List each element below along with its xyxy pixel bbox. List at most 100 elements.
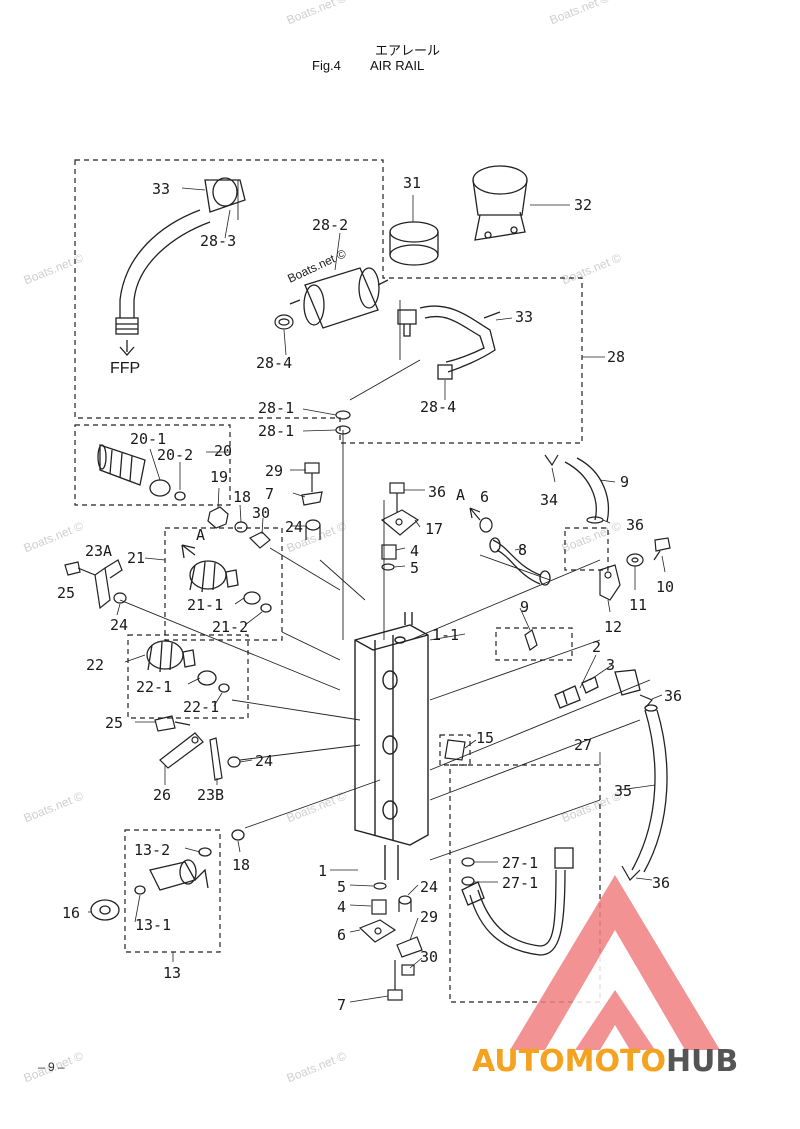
part-callout: 25 [105,714,123,732]
hose-34 [564,457,610,523]
part-callout: 4 [410,542,419,560]
part-callout: 11 [629,596,647,614]
part-callout: 2 [592,638,601,656]
part-callout: 3 [606,656,615,674]
arrow-a-label: A [196,526,205,544]
fitting-9-arrow-a [469,507,538,651]
figure-number: Fig.4 [312,58,341,73]
part-callout: 13-2 [134,841,170,859]
arrow-a-label: A [456,486,465,504]
bracket-32 [472,165,528,241]
part-callout: 7 [337,996,346,1014]
bracket-23b-plate-26 [154,715,241,781]
injector-20 [97,444,186,501]
part-callout: 13-1 [135,916,171,934]
injector-22 [146,640,230,693]
part-callout: 28-4 [420,398,456,416]
lower-fittings [358,882,423,1001]
rings-27-1 [461,857,475,886]
part-callout: 6 [480,488,489,506]
part-callout: 34 [540,491,558,509]
part-callout: 16 [62,904,80,922]
part-callout: 12 [604,618,622,636]
part-callout: 28-1 [258,422,294,440]
part-callout: 21-2 [212,618,248,636]
part-callout: 1-1 [432,626,459,644]
part-callout: 24 [285,518,303,536]
part-callout: 33 [515,308,533,326]
hose-35 [631,704,668,873]
part-callout: 30 [420,948,438,966]
fuel-filter-28-2 [289,267,389,329]
part-callout: 30 [252,504,270,522]
part-callout: 18 [233,488,251,506]
part-callout: 5 [337,878,346,896]
part-callout: 28-3 [200,232,236,250]
part-callouts: 3328-328-228-43132332828-428-128-120-120… [57,174,682,1014]
part-callout: 29 [265,462,283,480]
automotohub-logo [510,875,720,1050]
part-callout: 23A [85,542,112,560]
filter-watermark: Boats.net © [285,246,348,285]
part-callout: 29 [420,908,438,926]
part-callout: 8 [518,541,527,559]
part-callout: 21 [127,549,145,567]
part-callout: 20-1 [130,430,166,448]
fittings-2-3 [554,669,641,709]
part-callout: 6 [337,926,346,944]
part-callout: 20 [214,442,232,460]
part-callout: 36 [428,483,446,501]
part-callout: 21-1 [187,596,223,614]
brand-wordmark: AUTOMOTOHUB [472,1044,738,1079]
part-callout: 24 [255,752,273,770]
part-callout: 28-4 [256,354,292,372]
part-callout: 25 [57,584,75,602]
hose-28-3 [115,177,246,356]
part-callout: 27-1 [502,874,538,892]
callout-leaders [88,187,666,1003]
part-callout: 32 [574,196,592,214]
bracket-23a [64,559,127,610]
part-callout: 13 [163,964,181,982]
part-callout: 28-2 [312,216,348,234]
part-callout: 5 [410,559,419,577]
part-callout: 23B [197,786,224,804]
part-callout: 24 [420,878,438,896]
part-callout: 22 [86,656,104,674]
ffp-label: FFP [110,360,140,377]
pipe-27 [461,847,574,956]
part-callout: 4 [337,898,346,916]
part-callout: 27 [574,736,592,754]
part-callout: 1 [318,862,327,880]
band-31 [389,221,439,266]
part-callout: 20-2 [157,446,193,464]
bolt-7-plate-6-top [380,482,420,571]
hose-28 [397,305,501,380]
injector-13 [90,829,245,921]
brand-part-hub: HUB [665,1044,739,1079]
title-japanese: エアレール [375,43,441,58]
part-callout: 17 [425,520,443,538]
part-callout: 18 [232,856,250,874]
part-callout: 9 [520,598,529,616]
air-rail-body [354,612,429,880]
part-callout: 28-1 [258,399,294,417]
bolt-30-clip-29 [301,462,323,540]
part-callout: 22-1 [183,698,219,716]
part-callout: 36 [652,874,670,892]
part-callout: 27-1 [502,854,538,872]
pipe-8 [489,537,551,586]
plate-15 [444,739,466,761]
part-callout: 33 [152,180,170,198]
part-callout: 19 [210,468,228,486]
part-callout: 24 [110,616,128,634]
part-callout: 26 [153,786,171,804]
brand-part-auto: AUTOMOTO [472,1044,666,1079]
part-callout: 15 [476,729,494,747]
title-english: AIR RAIL [370,58,425,73]
part-callout: 22-1 [136,678,172,696]
part-callout: 10 [656,578,674,596]
part-callout: 36 [664,687,682,705]
